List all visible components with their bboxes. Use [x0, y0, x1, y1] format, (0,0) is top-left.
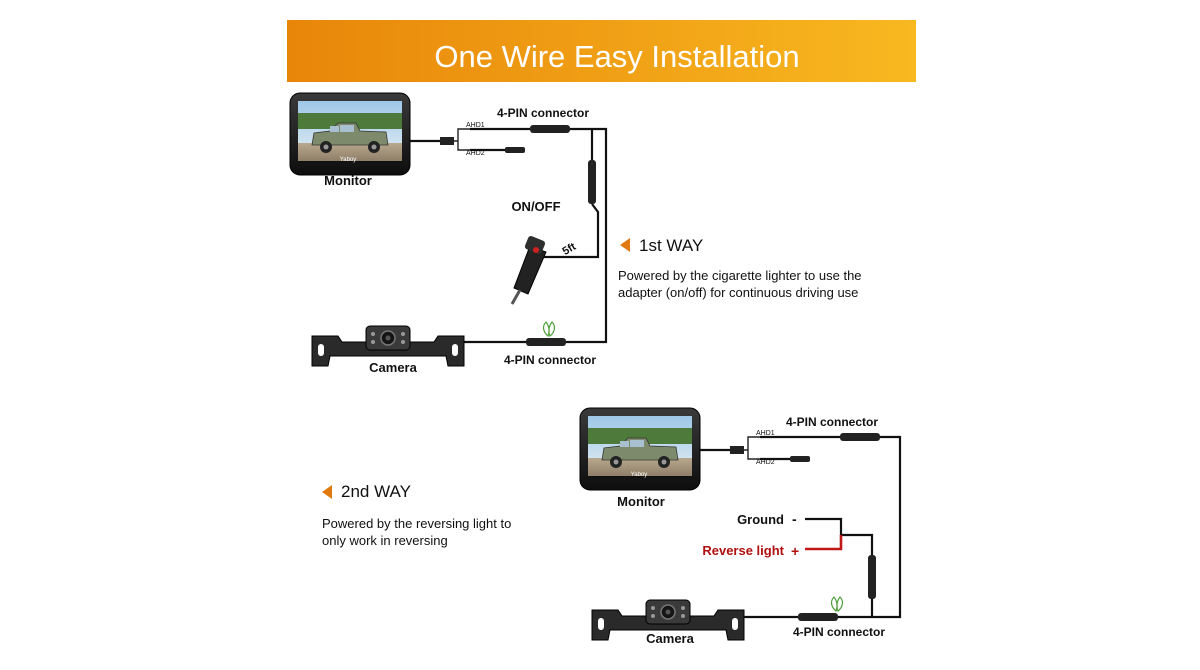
way1-desc-line2: adapter (on/off) for continuous driving … — [618, 285, 858, 300]
way1-4pin-connector-top-icon — [530, 125, 570, 133]
way2-info: 2nd WAY Powered by the reversing light t… — [322, 482, 511, 548]
way2-main-wire — [838, 435, 902, 619]
onoff-switch-icon — [533, 247, 539, 253]
way2-inline-connector-icon — [868, 555, 876, 599]
way1-length-label: 5ft — [560, 241, 578, 258]
way1-inline-connector-icon — [588, 160, 596, 204]
way2-title: 2nd WAY — [341, 482, 411, 501]
way2-desc-line1: Powered by the reversing light to — [322, 516, 511, 531]
way1-camera-label: Camera — [369, 360, 417, 375]
way1-monitor-brand: Yaboy — [340, 157, 357, 163]
way1-onoff-label: ON/OFF — [511, 199, 560, 214]
way2-4pin-connector-top-label: 4-PIN connector — [786, 415, 878, 429]
way2-camera-label: Camera — [646, 631, 694, 646]
way2-desc-line2: only work in reversing — [322, 533, 448, 548]
way1-title: 1st WAY — [639, 236, 703, 255]
way1-4pin-connector-bottom-label: 4-PIN connector — [504, 353, 596, 367]
way2-ground-sign: - — [792, 511, 797, 527]
title-banner: One Wire Easy Installation — [287, 20, 916, 82]
way1-desc-line1: Powered by the cigarette lighter to use … — [618, 268, 862, 283]
way2-monitor-brand: Yaboy — [631, 472, 648, 478]
way1-arrow-icon — [620, 238, 630, 252]
way2-4pin-connector-bottom-icon — [798, 613, 838, 621]
way1-diagram: Yaboy Monitor AHD1 AHD2 4-PIN connector … — [289, 92, 608, 375]
way2-arrow-icon — [322, 485, 332, 499]
cigarette-lighter-icon — [510, 236, 547, 305]
way1-ahd2-label: AHD2 — [466, 150, 485, 157]
way2-leaf-icon — [830, 596, 844, 612]
way2-ground-label: Ground — [737, 512, 784, 527]
way2-monitor-label: Monitor — [617, 494, 665, 509]
way2-diagram: Yaboy Monitor AHD1 AHD2 4-PIN connector … — [579, 407, 902, 646]
way1-splitter-icon — [440, 137, 454, 145]
way1-ahd1-label: AHD1 — [466, 122, 485, 129]
way2-4pin-connector-top-icon — [840, 433, 880, 441]
way1-4pin-connector-bottom-icon — [526, 338, 566, 346]
way1-leaf-icon — [542, 321, 556, 337]
way1-monitor-label: Monitor — [324, 173, 372, 188]
way2-reverse-sign: + — [791, 543, 799, 559]
way2-reverse-wire — [805, 535, 843, 551]
way2-reverse-label: Reverse light — [702, 543, 784, 558]
way2-splitter-icon — [730, 446, 744, 454]
banner-title: One Wire Easy Installation — [434, 39, 799, 74]
way2-ahd1-label: AHD1 — [756, 430, 775, 437]
way2-ahd2-label: AHD2 — [756, 459, 775, 466]
way1-main-wire — [566, 127, 608, 344]
way1-info: 1st WAY Powered by the cigarette lighter… — [618, 236, 862, 300]
way1-4pin-connector-top-label: 4-PIN connector — [497, 106, 589, 120]
way2-4pin-connector-bottom-label: 4-PIN connector — [793, 625, 885, 639]
